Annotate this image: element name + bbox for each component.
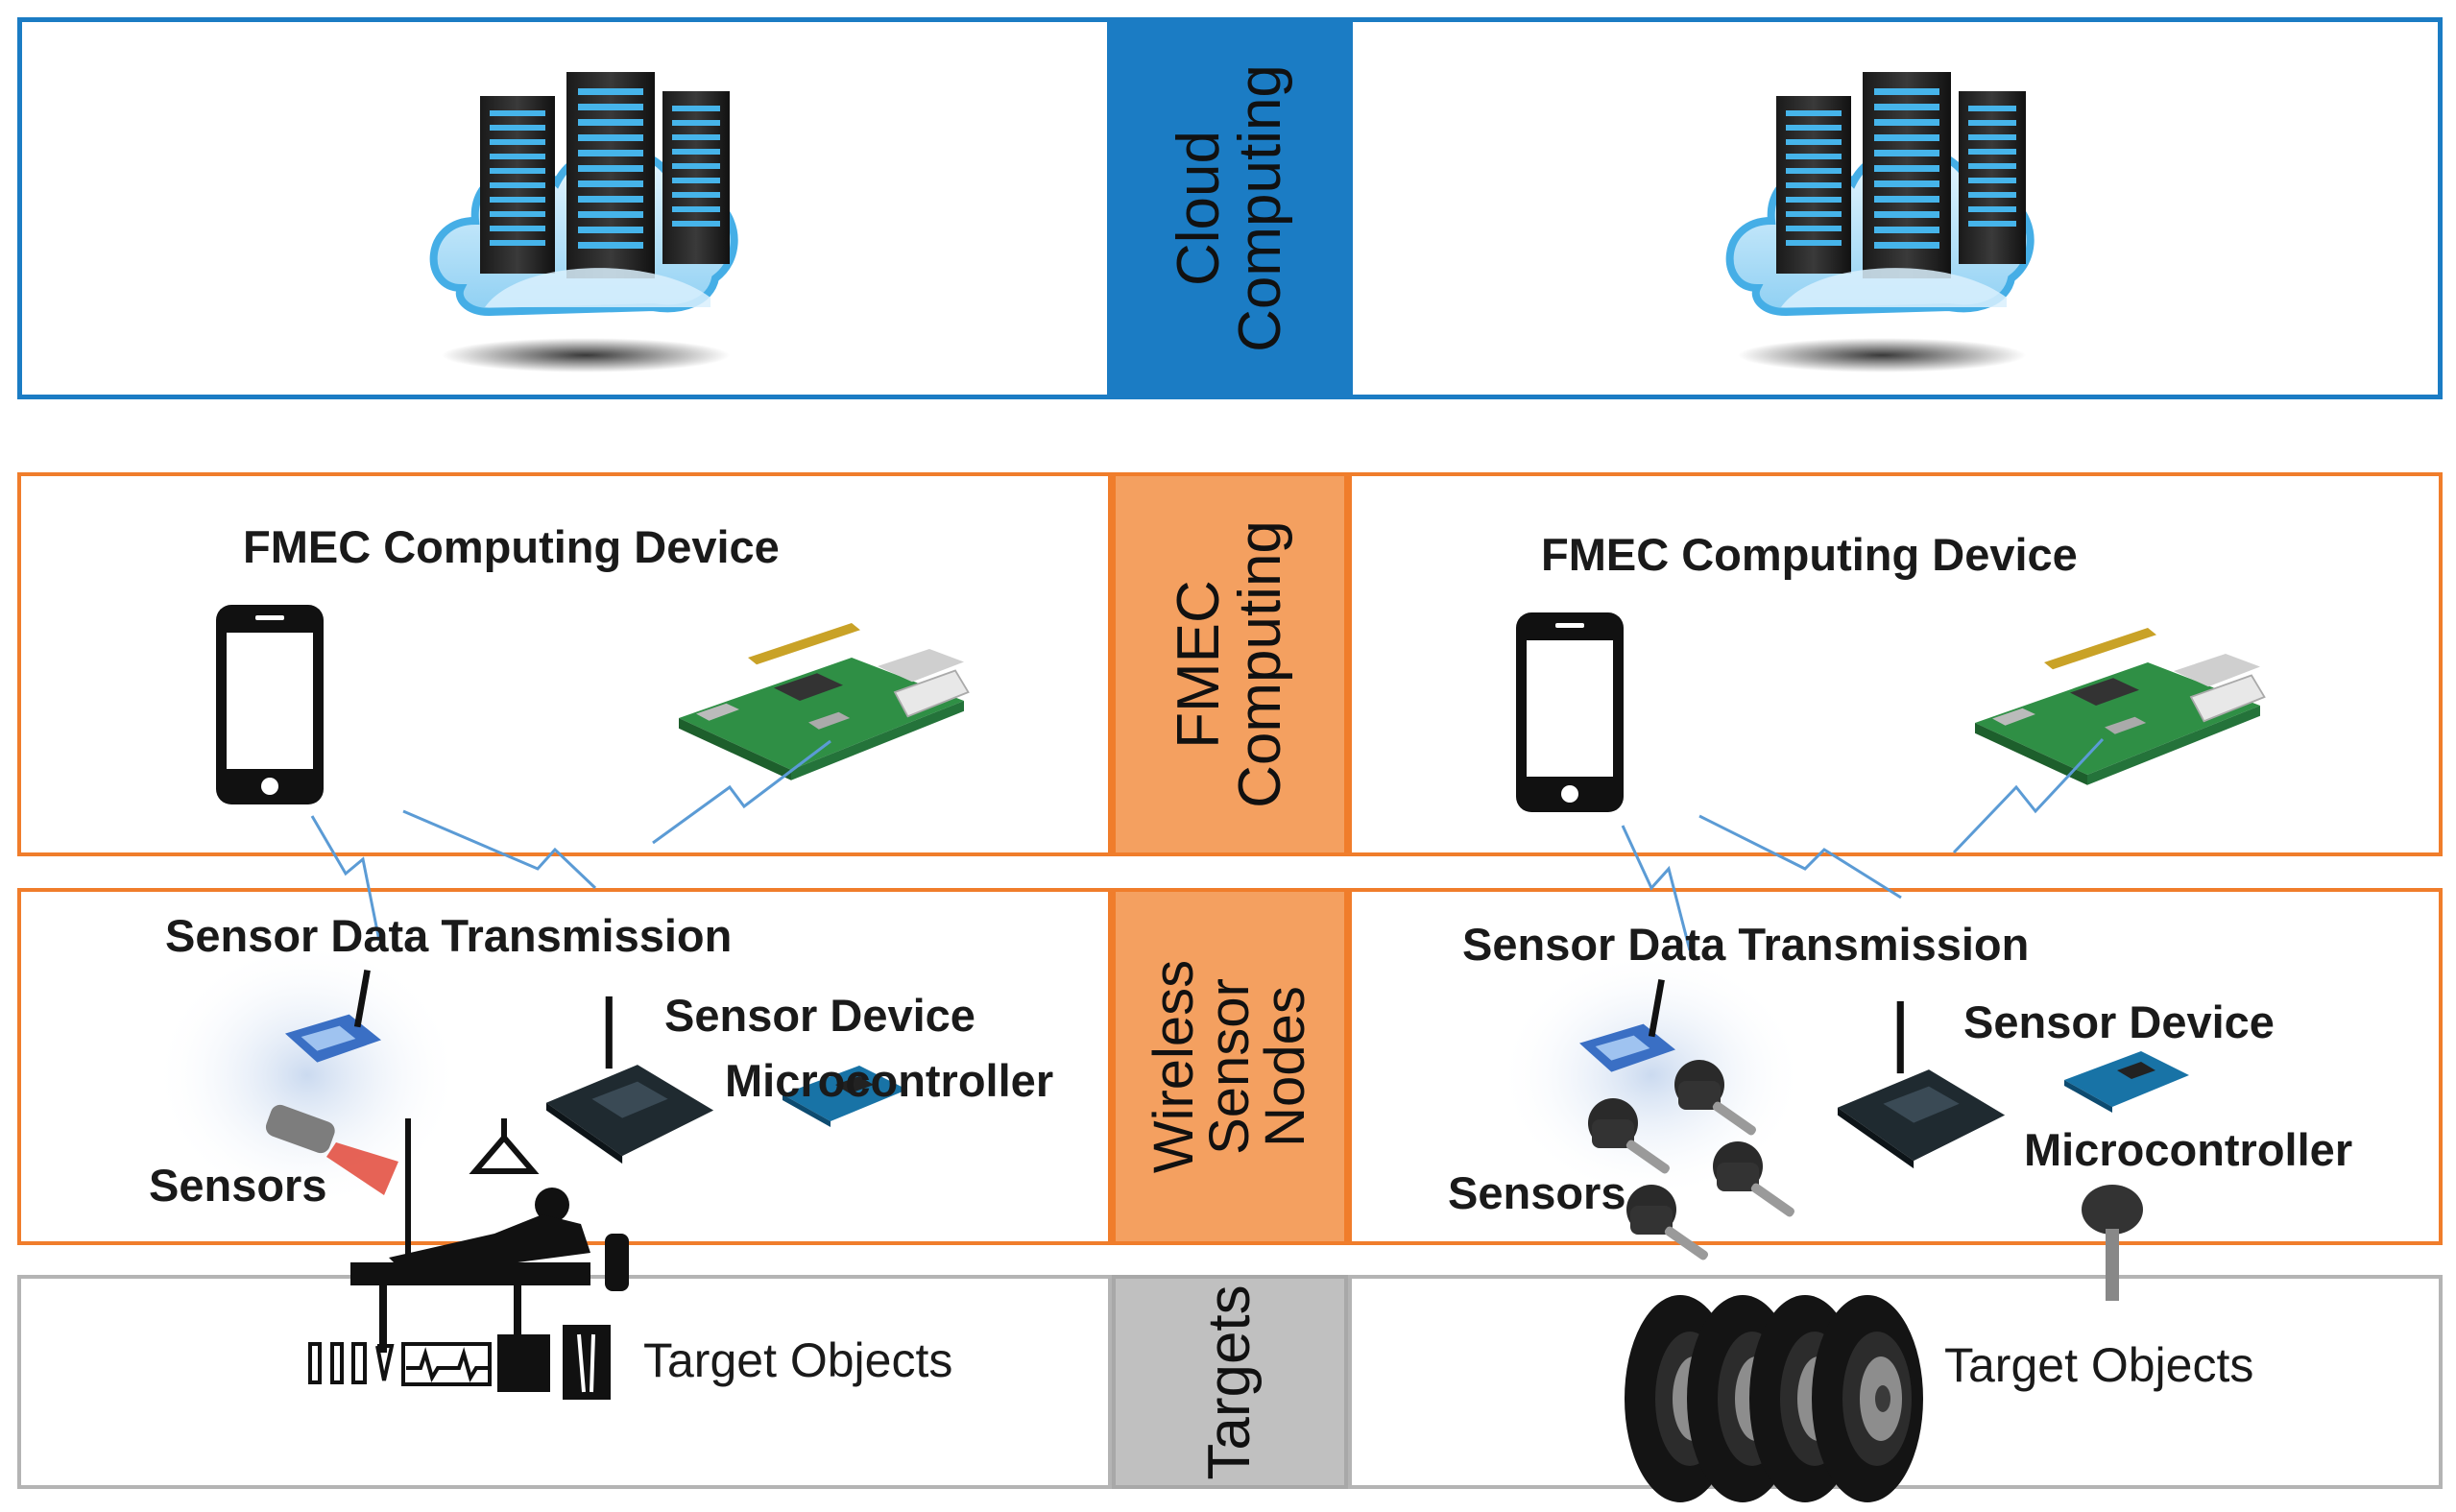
sensor-glow-right bbox=[1498, 950, 1805, 1200]
data-transmission-label-left: Sensor Data Transmission bbox=[165, 910, 733, 961]
medical-equipment-icon bbox=[308, 1325, 611, 1400]
arduino-icon-right bbox=[2064, 1051, 2189, 1113]
link-left-phone bbox=[310, 815, 381, 942]
microcontroller-label-right: Microcontroller bbox=[2024, 1124, 2353, 1175]
wsn-layer-band: Wireless Sensor Nodes bbox=[1112, 888, 1348, 1245]
laser-sensor-icon-left bbox=[265, 1104, 398, 1195]
fmec-layer-band: FMEC Computing bbox=[1112, 472, 1348, 856]
link-right-mid bbox=[1698, 814, 1902, 900]
target-objects-label-right: Target Objects bbox=[1944, 1338, 2254, 1392]
fmec-device-label-left: FMEC Computing Device bbox=[243, 521, 780, 572]
patient-bed-icon bbox=[350, 1118, 629, 1353]
data-transmission-label-right: Sensor Data Transmission bbox=[1462, 919, 2030, 970]
microcontroller-label-left: Microcontroller bbox=[725, 1055, 1054, 1106]
sensor-device-label-left: Sensor Device bbox=[664, 990, 975, 1041]
cloud-layer-band: Cloud Computing bbox=[1112, 17, 1348, 399]
sensors-label-left: Sensors bbox=[149, 1160, 327, 1211]
link-right-phone bbox=[1621, 825, 1692, 951]
link-right-rpi bbox=[1952, 737, 2105, 854]
targets-layer-band: Targets bbox=[1112, 1275, 1348, 1489]
link-left-rpi bbox=[652, 739, 831, 845]
sensor-device-label-right: Sensor Device bbox=[1963, 996, 2275, 1047]
xbee-radio-icon-left bbox=[285, 970, 381, 1063]
tires-icon bbox=[1625, 1295, 1923, 1502]
sensor-glow-left bbox=[154, 941, 461, 1210]
tpms-sensor-icon-4 bbox=[1626, 1185, 1710, 1262]
link-left-mid bbox=[402, 809, 597, 890]
sensors-label-right: Sensors bbox=[1448, 1167, 1626, 1218]
target-objects-label-left: Target Objects bbox=[643, 1333, 953, 1387]
tpms-valve-icon bbox=[2082, 1185, 2143, 1301]
fmec-device-label-right: FMEC Computing Device bbox=[1541, 529, 2078, 580]
